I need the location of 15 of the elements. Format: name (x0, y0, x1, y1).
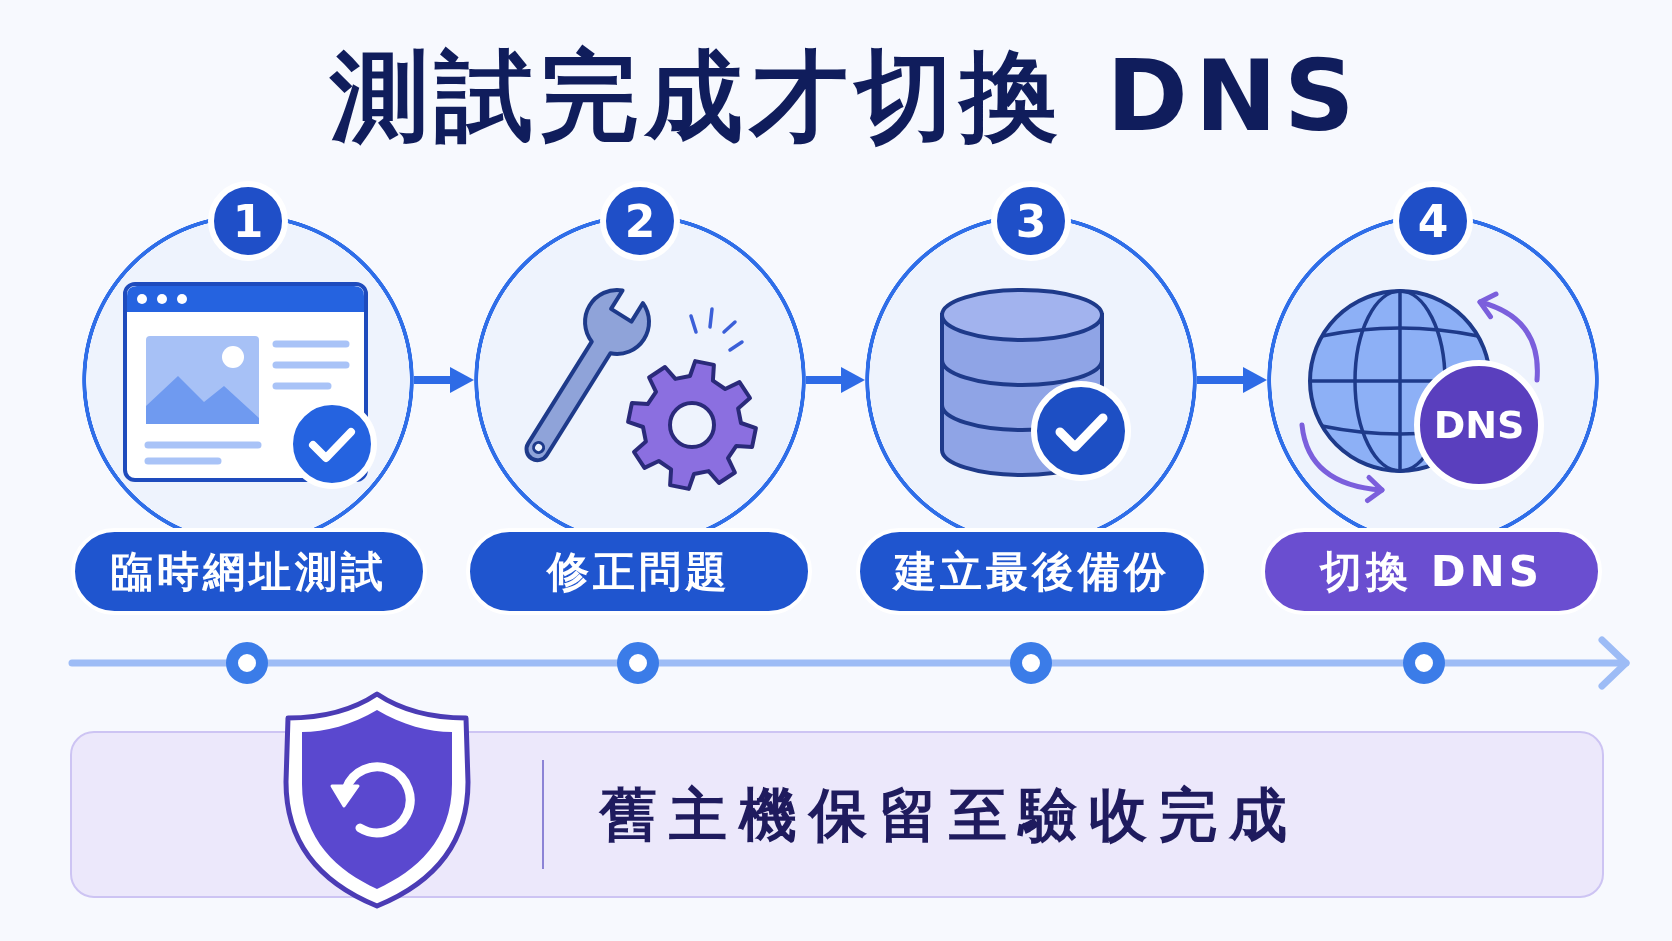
step-number-badge: 4 (1393, 181, 1473, 261)
title: 測試完成才切換 DNS (330, 38, 1362, 155)
step-number-badge: 3 (991, 181, 1071, 261)
arrow (1197, 367, 1267, 393)
arrow (806, 367, 865, 393)
note-text: 舊主機保留至驗收完成 (599, 780, 1299, 851)
step-label-pill: 修正問題 (466, 528, 812, 615)
step-label-pill: 建立最後備份 (856, 528, 1208, 615)
arrow (414, 367, 474, 393)
dns-badge: DNS (1414, 360, 1544, 490)
step-number-badge: 2 (600, 181, 680, 261)
step-label-pill: 臨時網址測試 (71, 528, 427, 615)
step-number-badge: 1 (208, 181, 288, 261)
step-label-pill: 切換 DNS (1261, 528, 1602, 615)
note-banner (70, 731, 1604, 898)
